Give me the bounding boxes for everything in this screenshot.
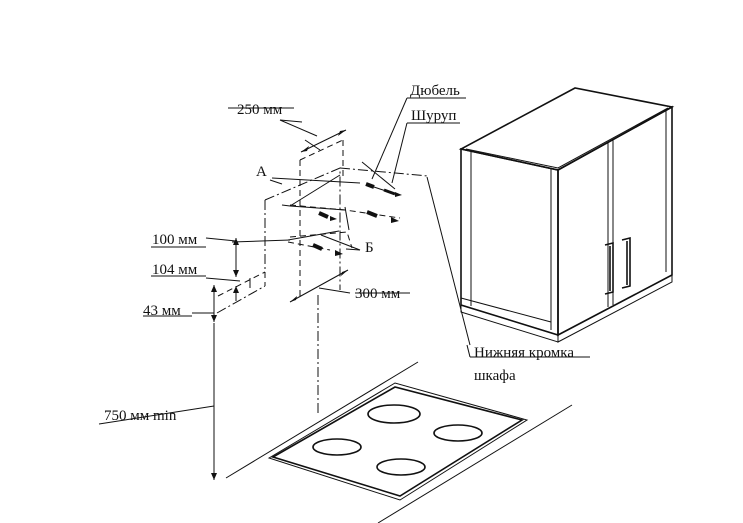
dowel-b3 (312, 243, 343, 256)
reference-lines (271, 139, 471, 346)
leader-lines (143, 97, 590, 358)
label-cabinet-edge-1: Нижняя кромка (474, 345, 574, 361)
label-dim-300: 300 мм (355, 286, 401, 302)
dowel-b2 (366, 210, 399, 223)
screw-a (383, 188, 402, 197)
burner-back-left (367, 404, 421, 424)
counter-lines (225, 361, 573, 523)
wall-outline (216, 167, 429, 415)
burner-front-left (312, 438, 362, 456)
label-point-a: А (256, 164, 267, 180)
label-cabinet-edge-2: шкафа (474, 368, 516, 384)
label-dim-250: 250 мм (237, 102, 283, 118)
dimension-lines (98, 119, 351, 480)
label-screw: Шуруп (411, 108, 456, 124)
burner-back-right (433, 424, 483, 442)
label-dim-104: 104 мм (152, 262, 198, 278)
cabinet-handle-right (621, 236, 631, 289)
label-dim-100: 100 мм (152, 232, 198, 248)
fasteners (312, 182, 402, 256)
dowel-b1 (318, 211, 337, 221)
label-dowel: Дюбель (410, 83, 460, 99)
wall-cabinet (458, 87, 675, 343)
cooktop (267, 382, 529, 501)
dowel-a (365, 182, 387, 192)
hood-template (217, 139, 401, 300)
cabinet-handle-left (604, 241, 614, 295)
label-dim-43: 43 мм (143, 303, 181, 319)
burner-front-right (376, 458, 426, 476)
label-dim-750: 750 мм min (104, 408, 177, 424)
label-point-b: Б (365, 240, 374, 256)
